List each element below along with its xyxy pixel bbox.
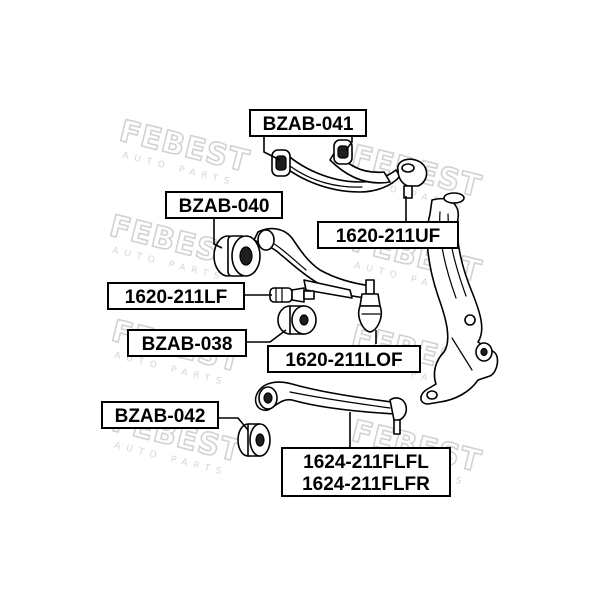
part-number: 1620-211UF: [336, 226, 441, 247]
1620-211lof-ball-joint: [357, 279, 383, 333]
bzab-042-bushing: [237, 423, 271, 457]
part-number: 1624-211FLFL: [303, 452, 429, 473]
part-number: BZAB-038: [142, 334, 233, 355]
upper-ball-joint: [397, 158, 428, 199]
part-label-1620-211uf: 1620-211UF: [317, 221, 459, 249]
part-label-bzab-041: BZAB-041: [249, 109, 367, 137]
lower-rear-control-arm: [254, 381, 408, 435]
part-number: 1624-211FLFR: [302, 474, 430, 495]
part-label-1620-211lf: 1620-211LF: [107, 282, 245, 310]
part-number: BZAB-042: [115, 406, 206, 427]
part-number: 1620-211LOF: [285, 350, 402, 371]
bzab-040-bushing: [213, 235, 261, 277]
upper-arm-bushing: [333, 139, 353, 165]
watermark: FEBEST AUTO PARTS: [115, 113, 254, 188]
leader-lines: [213, 130, 407, 448]
part-number: BZAB-041: [263, 114, 354, 135]
part-label-bzab-038: BZAB-038: [127, 329, 247, 357]
upper-arm-bushing: [271, 149, 291, 177]
part-label-1620-211lof: 1620-211LOF: [267, 345, 421, 373]
part-label-bzab-040: BZAB-040: [165, 191, 283, 219]
part-label-bzab-042: BZAB-042: [101, 401, 219, 429]
part-label-1624-211flfl-flfr: 1624-211FLFL 1624-211FLFR: [281, 447, 451, 497]
part-number: BZAB-040: [179, 196, 270, 217]
upper-control-arm: [271, 139, 401, 193]
steering-knuckle: [420, 192, 499, 405]
part-number: 1620-211LF: [125, 287, 227, 308]
bzab-038-bushing: [277, 305, 317, 335]
